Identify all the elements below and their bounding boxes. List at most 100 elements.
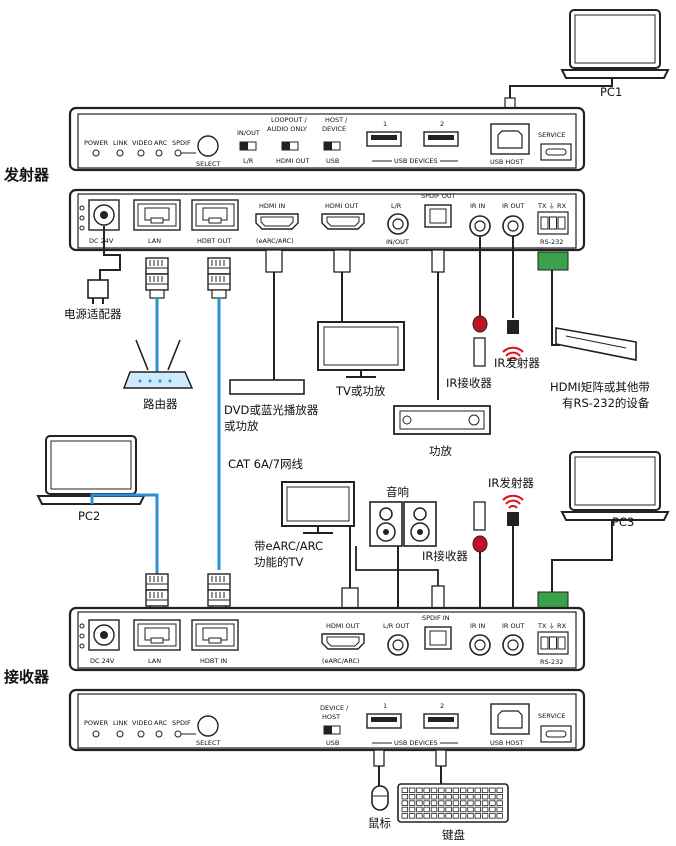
svg-text:IR OUT: IR OUT [502,202,524,210]
svg-text:1: 1 [383,702,387,710]
svg-text:AUDIO ONLY: AUDIO ONLY [267,125,307,133]
tx-service-port[interactable] [540,143,572,161]
svg-text:LAN: LAN [148,237,161,245]
tx-lr-jack[interactable] [387,213,409,235]
transmitter-label: 发射器 [3,166,50,184]
tx-ir-in-jack[interactable] [469,215,491,237]
svg-text:DEVICE /: DEVICE / [320,704,349,712]
tx-select-label: SELECT [196,160,220,168]
tx-rs232-terminal[interactable] [537,211,569,235]
svg-text:USB HOST: USB HOST [490,739,524,747]
earc-tv-label-1: 带eARC/ARC [254,539,323,553]
tx-hdmi-in-port[interactable] [255,213,299,230]
svg-text:HDMI OUT: HDMI OUT [325,202,358,210]
svg-text:TX ⏚ RX: TX ⏚ RX [537,202,567,210]
rx-hdbt-in-port[interactable] [191,619,239,651]
rx-usb-host-port[interactable] [490,703,530,735]
svg-text:HOST /: HOST / [325,116,348,124]
svg-text:SPDIF: SPDIF [172,719,191,727]
tx-lan-port[interactable] [133,199,181,231]
rx-ir-in-jack[interactable] [469,634,491,656]
tx-usb-device-port-1[interactable] [366,131,402,147]
svg-text:USB HOST: USB HOST [490,158,524,166]
ir-emitter-1-label: IR发射器 [494,356,540,370]
rx-ir-out-jack[interactable] [502,634,524,656]
ir-receiver-1-icon [472,315,488,333]
svg-text:SELECT: SELECT [196,739,220,747]
svg-text:(eARC/ARC): (eARC/ARC) [322,657,360,665]
svg-text:SPDIF OUT: SPDIF OUT [421,192,456,200]
rx-service-port[interactable] [540,725,572,743]
svg-text:USB DEVICES: USB DEVICES [394,157,438,165]
tx-ir-out-jack[interactable] [502,215,524,237]
svg-text:ARC: ARC [154,719,168,727]
tx-hdmi-out-port[interactable] [321,213,365,230]
ir-emitter-1-icon [507,320,519,334]
rx-rear-panel: DC 24V LAN HDBT IN HDMI OUT (eARC/ARC) L… [68,606,586,672]
rx-usb-switch[interactable] [323,725,341,735]
rx-rs232-terminal[interactable] [537,631,569,655]
mouse-label: 鼠标 [368,816,391,830]
svg-text:2: 2 [440,120,444,128]
svg-text:HDMI IN: HDMI IN [259,202,285,210]
svg-text:LOOPOUT /: LOOPOUT / [271,116,307,124]
svg-text:DC 24V: DC 24V [90,657,115,665]
keyboard-label: 键盘 [442,828,465,842]
svg-text:IR IN: IR IN [470,202,485,210]
tx-led-arc: ARC [154,139,168,147]
tx-select-button[interactable] [197,135,219,157]
power-adapter-icon [87,279,109,299]
tx-usb-host-port[interactable] [490,123,530,155]
svg-text:IN/OUT: IN/OUT [386,238,409,246]
tx-led-spdif: SPDIF [172,139,191,147]
rx-hdmi-out-port[interactable] [321,633,365,650]
pc3-label: PC3 [612,515,634,529]
tx-rear-panel: DC 24V LAN HDBT OUT HDMI IN (eARC/ARC) H… [68,188,586,252]
pc2-label: PC2 [78,509,100,523]
svg-text:IN/OUT: IN/OUT [237,129,260,137]
svg-text:USB: USB [326,157,339,165]
matrix-label-1: HDMI矩阵或其他带 [550,380,650,394]
tx-usb-switch[interactable] [323,141,341,151]
svg-text:L/R: L/R [243,157,254,165]
dvd-label-2: 或功放 [224,419,259,433]
svg-text:USB: USB [326,739,339,747]
power-adapter-label: 电源适配器 [64,307,122,321]
svg-text:HOST: HOST [322,713,340,721]
svg-text:L/R: L/R [391,202,402,210]
ir-receiver-2-label: IR接收器 [422,549,468,563]
cable-label: CAT 6A/7网线 [228,457,304,471]
ir-receiver-2-icon [472,535,488,553]
tx-usb-device-port-2[interactable] [423,131,459,147]
tx-hdmi-out-switch[interactable] [281,141,299,151]
speaker-label: 音响 [386,485,409,499]
pc1-label: PC1 [600,85,622,99]
rx-usb-device-port-2[interactable] [423,713,459,729]
rx-usb-device-port-1[interactable] [366,713,402,729]
svg-text:IR IN: IR IN [470,622,485,630]
svg-text:SERVICE: SERVICE [538,712,565,720]
svg-text:HDBT IN: HDBT IN [200,657,227,665]
svg-text:USB DEVICES: USB DEVICES [394,739,438,747]
earc-tv-label-2: 功能的TV [254,555,304,569]
svg-text:POWER: POWER [84,719,109,727]
ir-emitter-2-icon [507,512,519,526]
svg-text:SPDIF IN: SPDIF IN [422,614,450,622]
tx-lr-switch[interactable] [239,141,257,151]
dvd-player-icon [229,379,305,395]
svg-text:HDMI OUT: HDMI OUT [326,622,359,630]
rx-lan-port[interactable] [133,619,181,651]
pc3-laptop-icon [561,451,669,521]
hdmi-matrix-icon [555,327,637,361]
receiver-label: 接收器 [4,668,50,686]
tx-hdbt-out-port[interactable] [191,199,239,231]
svg-text:1: 1 [383,120,387,128]
rx-select-button[interactable] [197,715,219,737]
tv-label: TV或功放 [335,384,386,398]
rx-lr-out-jack[interactable] [387,634,409,656]
svg-text:RS-232: RS-232 [540,238,563,246]
svg-text:2: 2 [440,702,444,710]
rx-front-panel: POWER LINK VIDEO ARC SPDIF SELECT DEVICE… [68,688,586,752]
router-label: 路由器 [143,397,178,411]
